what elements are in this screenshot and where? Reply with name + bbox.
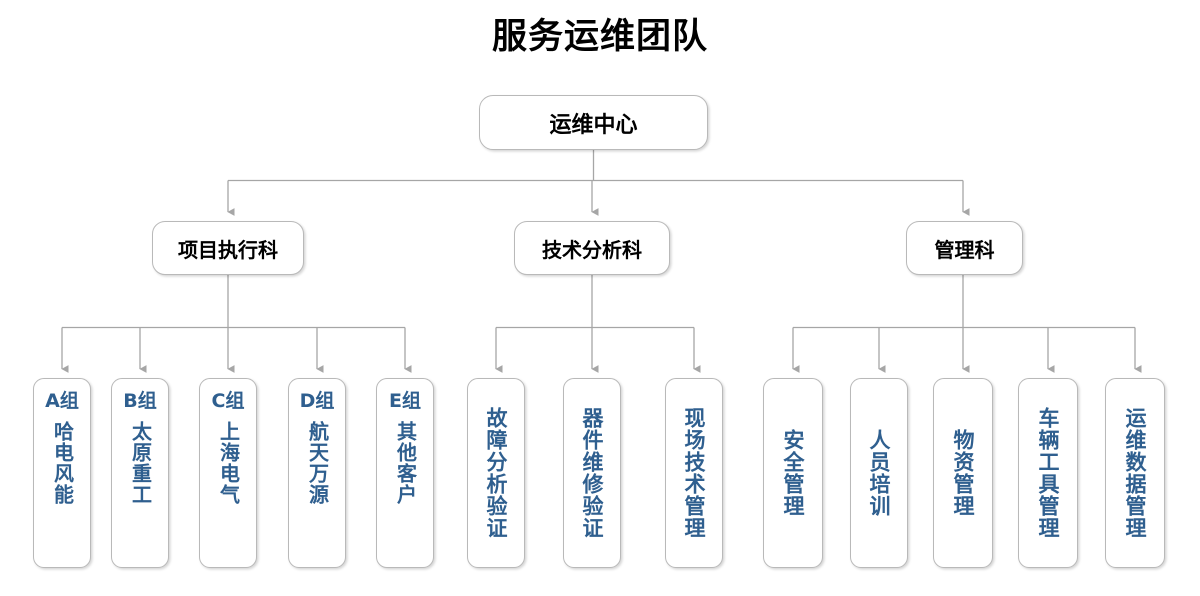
leaf-label: 车辆工具管理	[1036, 407, 1060, 539]
leaf-label: 太原重工	[128, 421, 153, 505]
node-root[interactable]: 运维中心	[479, 95, 708, 150]
leaf-label: 现场技术管理	[682, 407, 706, 539]
leaf-group-tag: B组	[123, 390, 157, 412]
leaf-node-component-repair[interactable]: 器件维修验证	[563, 378, 621, 568]
node-department-project-execution[interactable]: 项目执行科	[152, 221, 304, 275]
leaf-node-material-management[interactable]: 物资管理	[933, 378, 993, 568]
leaf-node-safety-management[interactable]: 安全管理	[763, 378, 823, 568]
leaf-group-tag: D组	[299, 390, 335, 412]
leaf-label: 故障分析验证	[484, 407, 508, 539]
leaf-node-onsite-technical[interactable]: 现场技术管理	[665, 378, 723, 568]
leaf-group-tag: E组	[389, 390, 421, 412]
leaf-node-vehicle-tool-management[interactable]: 车辆工具管理	[1018, 378, 1078, 568]
leaf-node-b-group[interactable]: B组 太原重工	[111, 378, 169, 568]
leaf-label: 哈电风能	[50, 421, 75, 505]
leaf-label: 安全管理	[781, 429, 805, 517]
leaf-node-personnel-training[interactable]: 人员培训	[850, 378, 908, 568]
node-department-technical-analysis[interactable]: 技术分析科	[514, 221, 670, 275]
leaf-label: 人员培训	[867, 429, 891, 517]
leaf-node-d-group[interactable]: D组 航天万源	[288, 378, 346, 568]
leaf-label: 航天万源	[305, 421, 330, 505]
leaf-group-tag: C组	[211, 390, 245, 412]
leaf-label: 物资管理	[951, 429, 975, 517]
leaf-node-e-group[interactable]: E组 其他客户	[376, 378, 434, 568]
node-department-management[interactable]: 管理科	[906, 221, 1023, 275]
leaf-node-c-group[interactable]: C组 上海电气	[199, 378, 257, 568]
page-title: 服务运维团队	[491, 17, 708, 57]
leaf-label: 其他客户	[393, 421, 418, 505]
leaf-label: 上海电气	[216, 421, 241, 505]
leaf-label: 器件维修验证	[580, 407, 604, 539]
leaf-node-fault-analysis[interactable]: 故障分析验证	[467, 378, 525, 568]
leaf-label: 运维数据管理	[1123, 407, 1147, 539]
leaf-group-tag: A组	[45, 390, 79, 412]
leaf-node-a-group[interactable]: A组 哈电风能	[33, 378, 91, 568]
leaf-node-ops-data-management[interactable]: 运维数据管理	[1105, 378, 1165, 568]
